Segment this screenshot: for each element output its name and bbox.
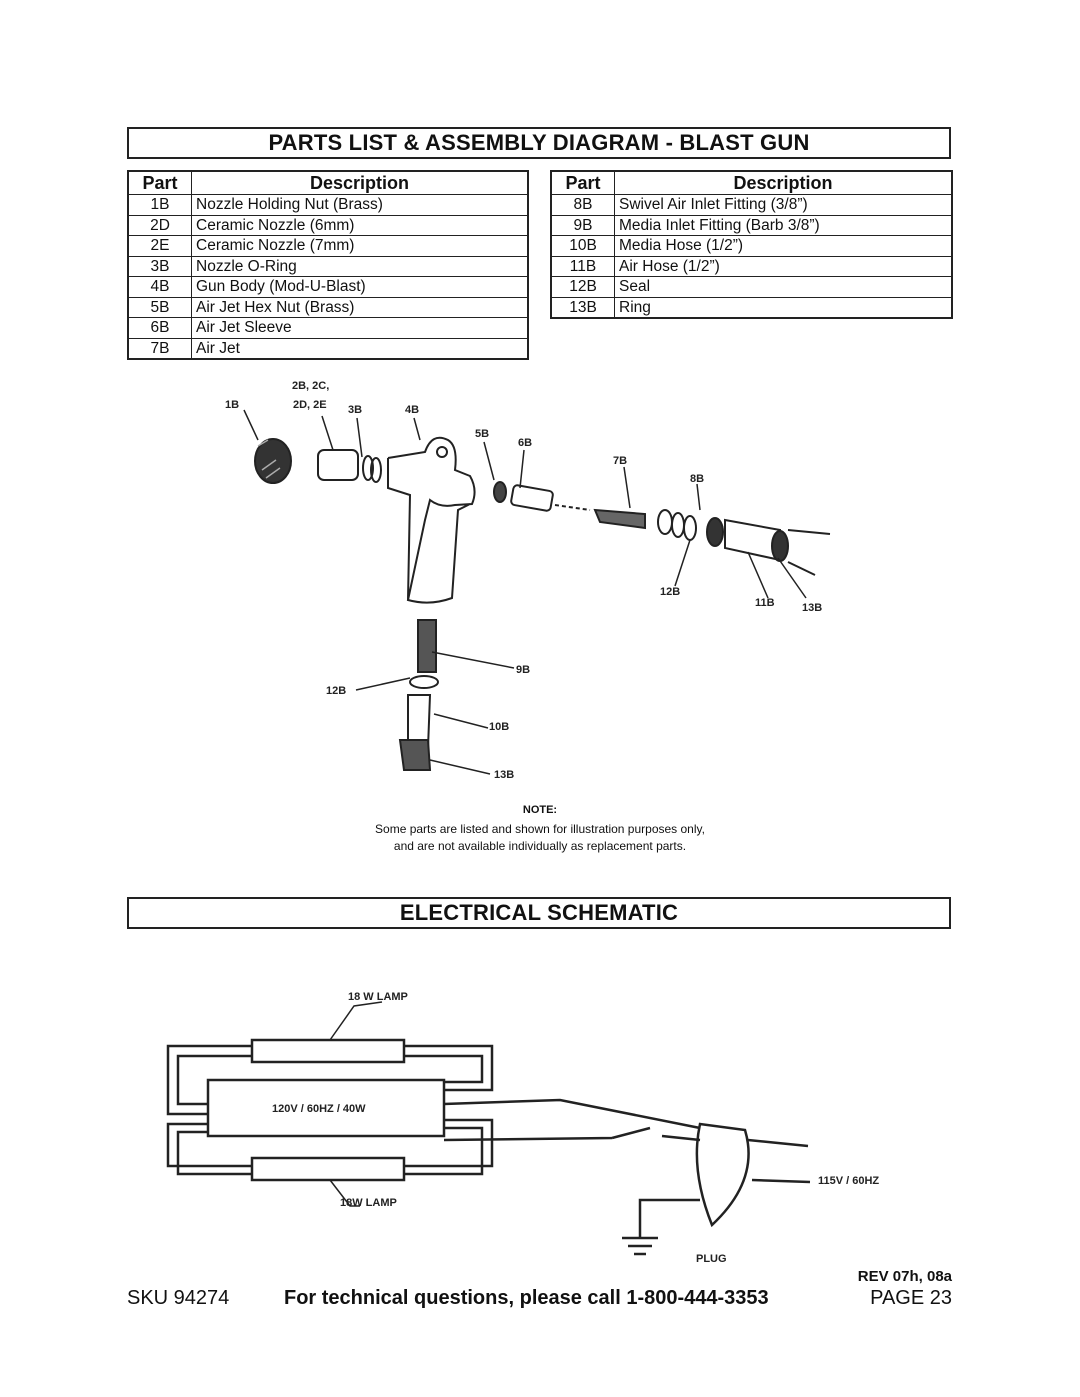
label-12b-top: 12B: [660, 586, 680, 598]
label-13b-top: 13B: [802, 602, 822, 614]
label-plug: PLUG: [696, 1253, 727, 1265]
label-lamp-bottom: 18W LAMP: [340, 1197, 397, 1209]
part-number: 13B: [550, 296, 615, 319]
label-2d2e: 2D, 2E: [293, 399, 327, 411]
label-12b-low: 12B: [326, 685, 346, 697]
label-1b: 1B: [225, 399, 239, 411]
part-number: 4B: [127, 276, 192, 298]
part-description: Air Jet Hex Nut (Brass): [191, 296, 529, 318]
label-3b: 3B: [348, 404, 362, 416]
part-number: 2D: [127, 214, 192, 236]
ceramic-nozzle-drawing: [317, 449, 359, 481]
revision: REV 07h, 08a: [857, 1268, 952, 1285]
part-description: Swivel Air Inlet Fitting (3/8”): [614, 194, 953, 216]
tech-support-line: For technical questions, please call 1-8…: [284, 1287, 769, 1309]
part-header: Part: [550, 170, 615, 195]
part-number: 10B: [550, 235, 615, 257]
sku: SKU 94274: [127, 1287, 230, 1309]
nozzle-nut-drawing: [254, 438, 292, 484]
note-title: NOTE:: [522, 804, 558, 816]
label-ballast: 120V / 60HZ / 40W: [272, 1103, 366, 1115]
electrical-schematic-title: ELECTRICAL SCHEMATIC: [127, 897, 951, 929]
part-description: Nozzle O-Ring: [191, 255, 529, 277]
label-10b: 10B: [489, 721, 509, 733]
part-description: Media Inlet Fitting (Barb 3/8”): [614, 214, 953, 236]
description-header: Description: [614, 170, 953, 195]
label-8b: 8B: [690, 473, 704, 485]
label-supply: 115V / 60HZ: [818, 1175, 879, 1187]
label-2bc: 2B, 2C,: [292, 380, 329, 392]
label-lamp-top: 18 W LAMP: [348, 991, 408, 1003]
nozzle-oring-drawing: [362, 455, 374, 481]
note-line-2: and are not available individually as re…: [393, 839, 687, 853]
label-9b: 9B: [516, 664, 530, 676]
part-description: Ceramic Nozzle (7mm): [191, 235, 529, 257]
label-7b: 7B: [613, 455, 627, 467]
gun-body-drawing: [387, 436, 476, 604]
label-5b: 5B: [475, 428, 489, 440]
page-number: PAGE 23: [870, 1287, 952, 1309]
label-13b-low: 13B: [494, 769, 514, 781]
media-inlet-drawing: [409, 619, 439, 689]
parts-list-title: PARTS LIST & ASSEMBLY DIAGRAM - BLAST GU…: [127, 127, 951, 159]
part-description: Air Hose (1/2”): [614, 255, 953, 277]
description-header: Description: [191, 170, 529, 195]
part-description: Air Jet: [191, 337, 529, 360]
part-description: Media Hose (1/2”): [614, 235, 953, 257]
label-4b: 4B: [405, 404, 419, 416]
schematic-drawing: [166, 1001, 811, 1256]
label-6b: 6B: [518, 437, 532, 449]
part-description: Ring: [614, 296, 953, 319]
part-header: Part: [127, 170, 192, 195]
note-line-1: Some parts are listed and shown for illu…: [375, 822, 705, 836]
label-11b: 11B: [755, 597, 775, 609]
